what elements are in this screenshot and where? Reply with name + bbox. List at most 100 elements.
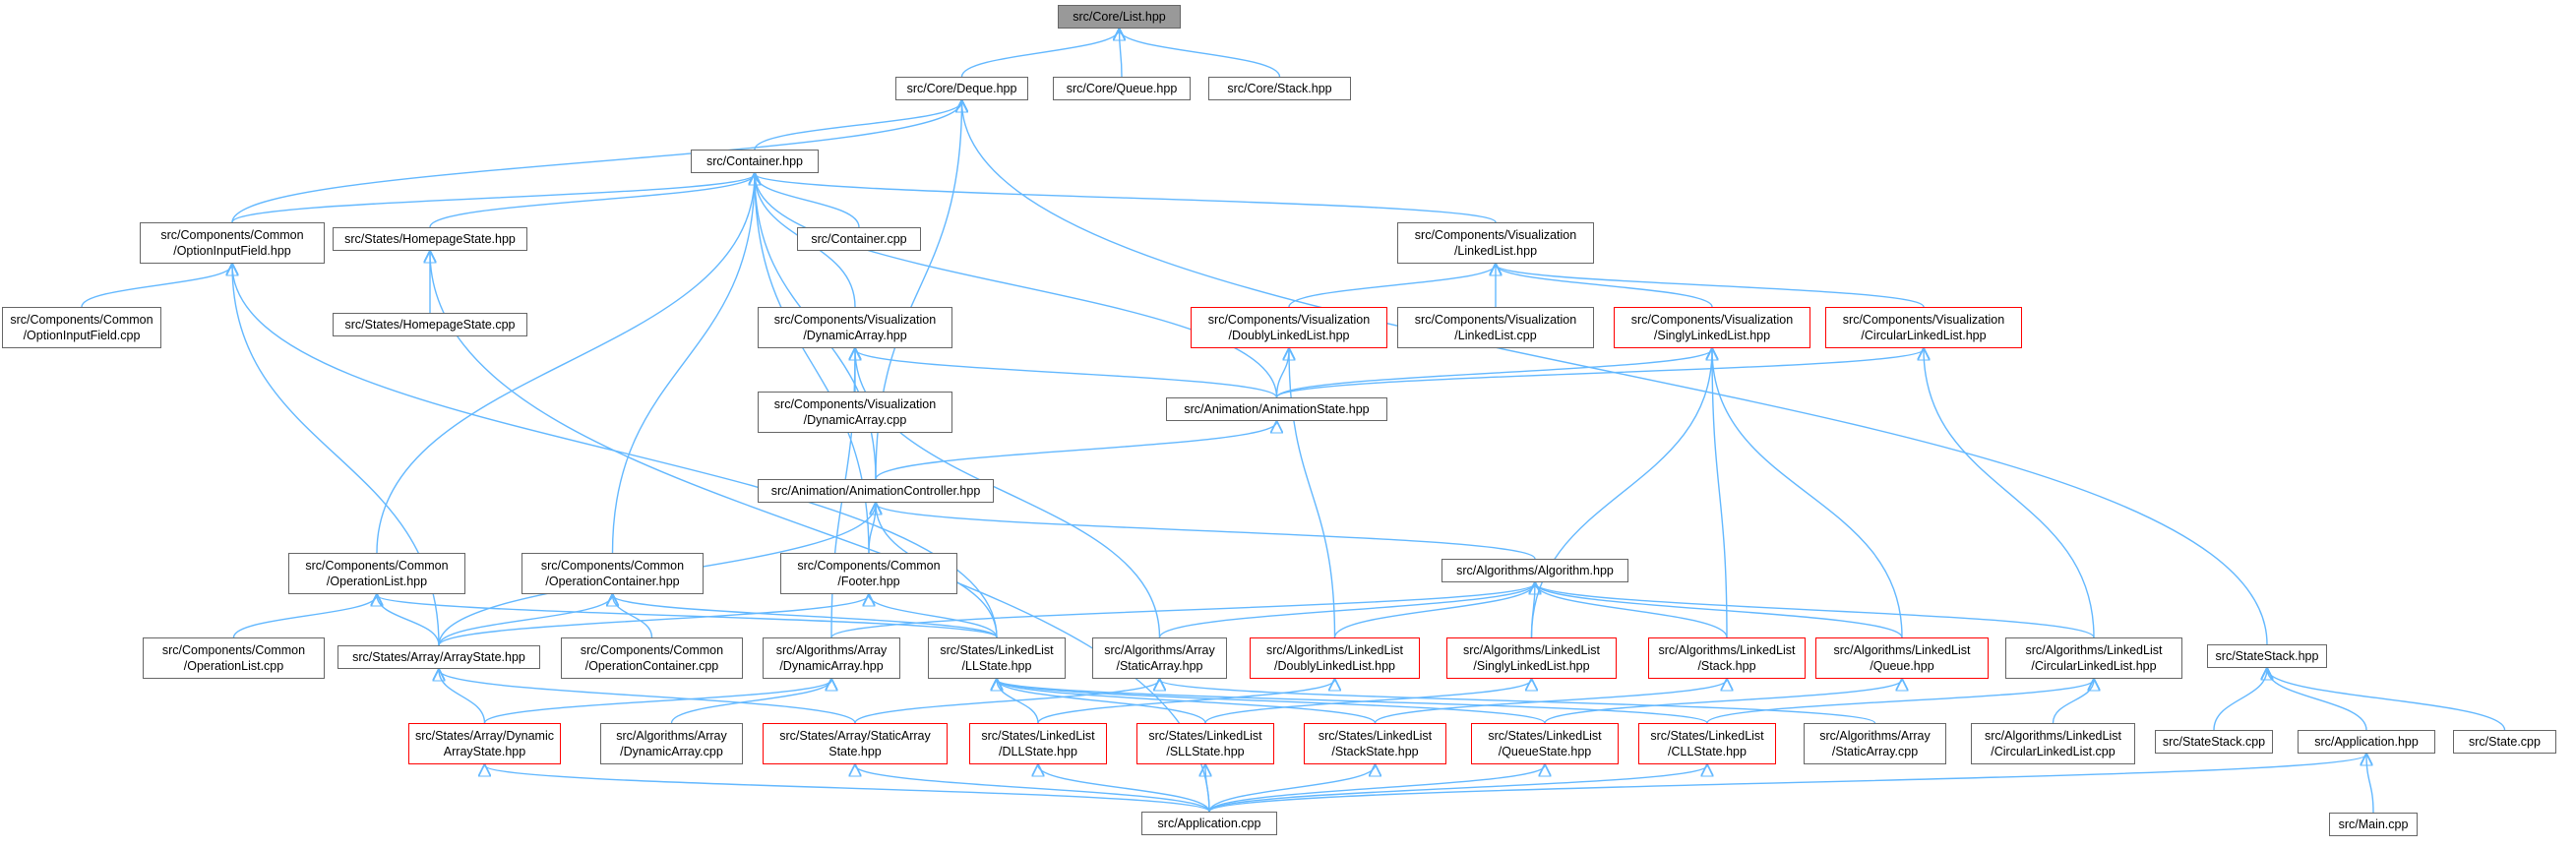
node-label-line: src/Animation/AnimationController.hpp	[770, 484, 981, 498]
edge-maincpp-to-apphpp	[2366, 755, 2374, 814]
node-label-line: src/Container.hpp	[706, 154, 803, 168]
graph-node-algodll[interactable]: src/Algorithms/LinkedList/DoublyLinkedLi…	[1250, 637, 1420, 679]
edge-viscll-to-vislinked	[1496, 265, 1925, 308]
edge-algodll-to-algo	[1333, 583, 1536, 638]
graph-node-optfield[interactable]: src/Components/Common/OptionInputField.h…	[140, 222, 325, 264]
graph-node-viscll[interactable]: src/Components/Visualization/CircularLin…	[1825, 307, 2022, 348]
edge-visdll-to-vislinked	[1288, 265, 1496, 308]
edge-arrstate-to-footer	[438, 595, 869, 646]
graph-node-list[interactable]: src/Core/List.hpp	[1058, 5, 1181, 29]
edge-vissll-to-vislinked	[1496, 265, 1713, 308]
node-label-line: src/Components/Common	[305, 559, 449, 573]
graph-node-statestackcpp[interactable]: src/StateStack.cpp	[2155, 730, 2273, 754]
edge-containercpp-to-container	[755, 174, 860, 228]
graph-node-optfieldcpp[interactable]: src/Components/Common/OptionInputField.c…	[2, 307, 161, 348]
graph-node-vissll[interactable]: src/Components/Visualization/SinglyLinke…	[1614, 307, 1810, 348]
node-label-line: src/Core/Deque.hpp	[906, 82, 1017, 95]
node-label-line: /DoublyLinkedList.hpp	[1228, 329, 1350, 342]
graph-node-queuestate[interactable]: src/States/LinkedList/QueueState.hpp	[1471, 723, 1619, 764]
node-label-line: src/States/LinkedList	[1650, 729, 1764, 743]
graph-node-queue[interactable]: src/Core/Queue.hpp	[1053, 77, 1191, 100]
graph-node-algostatic[interactable]: src/Algorithms/Array/StaticArray.hpp	[1092, 637, 1227, 679]
graph-node-opcontcpp[interactable]: src/Components/Common/OperationContainer…	[561, 637, 743, 679]
node-label-line: /StackState.hpp	[1331, 745, 1419, 758]
node-label-line: src/Application.hpp	[2314, 735, 2419, 749]
node-label-line: State.hpp	[828, 745, 882, 758]
edge-animstate-to-vissll	[1275, 349, 1713, 398]
node-label-line: src/Animation/AnimationState.hpp	[1184, 402, 1370, 416]
graph-node-stackstate[interactable]: src/States/LinkedList/StackState.hpp	[1304, 723, 1446, 764]
node-label-line: /LinkedList.cpp	[1454, 329, 1537, 342]
edge-sllstate-to-llstate	[997, 680, 1206, 724]
graph-node-algodyncpp[interactable]: src/Algorithms/Array/DynamicArray.cpp	[600, 723, 743, 764]
node-label-line: /LLState.hpp	[961, 659, 1032, 673]
graph-node-homestatecpp[interactable]: src/States/HomepageState.cpp	[333, 313, 527, 336]
graph-node-algoqueue[interactable]: src/Algorithms/LinkedList/Queue.hpp	[1815, 637, 1989, 679]
graph-node-animctrl[interactable]: src/Animation/AnimationController.hpp	[758, 479, 994, 503]
edge-animstate-to-viscll	[1275, 349, 1925, 398]
graph-node-visdyn[interactable]: src/Components/Visualization/DynamicArra…	[758, 307, 952, 348]
graph-node-algostack[interactable]: src/Algorithms/LinkedList/Stack.hpp	[1648, 637, 1806, 679]
edge-oplist-to-container	[376, 174, 755, 554]
graph-node-visdll[interactable]: src/Components/Visualization/DoublyLinke…	[1191, 307, 1387, 348]
node-label-line: src/Algorithms/LinkedList	[1985, 729, 2121, 743]
edge-appcpp-to-dllstate	[1038, 765, 1210, 813]
node-label-line: src/StateStack.hpp	[2215, 649, 2319, 663]
edge-appcpp-to-apphpp	[1208, 755, 2366, 813]
node-label-line: /CircularLinkedList.cpp	[1991, 745, 2116, 758]
graph-node-container[interactable]: src/Container.hpp	[691, 150, 819, 173]
graph-node-opcont[interactable]: src/Components/Common/OperationContainer…	[521, 553, 704, 594]
graph-node-dllstate[interactable]: src/States/LinkedList/DLLState.hpp	[969, 723, 1107, 764]
node-label-line: src/Components/Visualization	[1414, 313, 1577, 327]
node-label-line: src/States/Array/ArrayState.hpp	[352, 650, 525, 664]
node-label-line: src/Components/Common	[580, 643, 724, 657]
graph-node-homestate[interactable]: src/States/HomepageState.hpp	[333, 227, 527, 251]
graph-node-algodyn[interactable]: src/Algorithms/Array/DynamicArray.hpp	[763, 637, 900, 679]
graph-node-visdyncpp[interactable]: src/Components/Visualization/DynamicArra…	[758, 392, 952, 433]
graph-node-algocllcpp[interactable]: src/Algorithms/LinkedList/CircularLinked…	[1971, 723, 2135, 764]
node-label-line: /DynamicArray.hpp	[779, 659, 884, 673]
graph-node-statestack[interactable]: src/StateStack.hpp	[2207, 644, 2327, 668]
graph-node-algocll[interactable]: src/Algorithms/LinkedList/CircularLinked…	[2005, 637, 2182, 679]
graph-node-containercpp[interactable]: src/Container.cpp	[797, 227, 921, 251]
node-label-line: src/Algorithms/Array	[1104, 643, 1215, 657]
graph-node-apphpp[interactable]: src/Application.hpp	[2298, 730, 2435, 754]
graph-node-algosll[interactable]: src/Algorithms/LinkedList/SinglyLinkedLi…	[1446, 637, 1617, 679]
graph-node-algo[interactable]: src/Algorithms/Algorithm.hpp	[1441, 559, 1628, 582]
edge-queuestate-to-algoqueue	[1544, 680, 1902, 724]
node-label-line: /SinglyLinkedList.hpp	[1653, 329, 1771, 342]
node-label-line: src/States/HomepageState.cpp	[344, 318, 516, 332]
node-label-line: src/Components/Visualization	[1842, 313, 2005, 327]
graph-node-footer[interactable]: src/Components/Common/Footer.hpp	[780, 553, 957, 594]
graph-node-oplist[interactable]: src/Components/Common/OperationList.hpp	[288, 553, 465, 594]
graph-node-vislinked[interactable]: src/Components/Visualization/LinkedList.…	[1397, 222, 1594, 264]
graph-node-vislinkedcpp[interactable]: src/Components/Visualization/LinkedList.…	[1397, 307, 1594, 348]
graph-node-arrstate[interactable]: src/States/Array/ArrayState.hpp	[337, 645, 540, 669]
node-label-line: src/Core/List.hpp	[1073, 10, 1166, 24]
edge-algocllcpp-to-algocll	[2052, 680, 2095, 724]
graph-node-stack[interactable]: src/Core/Stack.hpp	[1208, 77, 1351, 100]
graph-node-algostaticcpp[interactable]: src/Algorithms/Array/StaticArray.cpp	[1804, 723, 1946, 764]
graph-node-llstate[interactable]: src/States/LinkedList/LLState.hpp	[928, 637, 1066, 679]
edge-arrstate-to-opcont	[438, 595, 613, 646]
graph-node-oplistcpp[interactable]: src/Components/Common/OperationList.cpp	[143, 637, 325, 679]
node-label-line: /DynamicArray.hpp	[803, 329, 907, 342]
edge-homestate-to-container	[429, 174, 755, 228]
edge-statecpp-to-statestack	[2267, 669, 2506, 731]
graph-node-deque[interactable]: src/Core/Deque.hpp	[895, 77, 1028, 100]
node-label-line: /OptionInputField.cpp	[23, 329, 141, 342]
graph-node-maincpp[interactable]: src/Main.cpp	[2329, 813, 2418, 836]
graph-node-appcpp[interactable]: src/Application.cpp	[1141, 812, 1277, 835]
edge-cllstate-to-llstate	[997, 680, 1708, 724]
graph-node-cllstate[interactable]: src/States/LinkedList/CLLState.hpp	[1638, 723, 1776, 764]
edge-apphpp-to-statestack	[2267, 669, 2367, 731]
graph-node-statecpp[interactable]: src/State.cpp	[2453, 730, 2556, 754]
edge-appcpp-to-sllstate	[1205, 765, 1209, 813]
graph-node-sllstate[interactable]: src/States/LinkedList/SLLState.hpp	[1136, 723, 1274, 764]
node-label-line: /DynamicArray.cpp	[803, 413, 907, 427]
graph-node-animstate[interactable]: src/Animation/AnimationState.hpp	[1166, 397, 1387, 421]
edge-stack-to-list	[1120, 30, 1281, 78]
